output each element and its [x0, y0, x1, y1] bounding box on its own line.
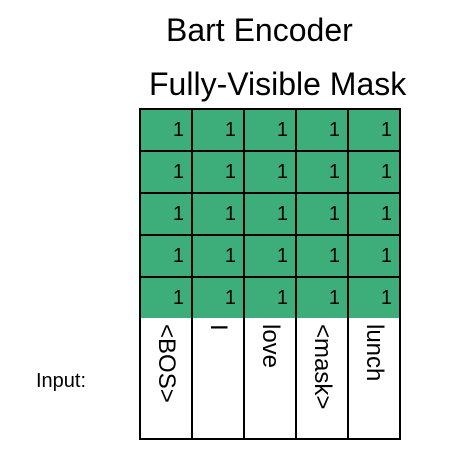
- mask-cell: 1: [193, 278, 243, 318]
- mask-cell-value: 1: [276, 203, 288, 225]
- mask-cell-value: 1: [380, 161, 392, 183]
- mask-cell: 1: [141, 194, 191, 234]
- mask-cell: 1: [193, 236, 243, 276]
- mask-title: Fully-Visible Mask: [149, 66, 407, 102]
- mask-cell: 1: [349, 152, 399, 192]
- mask-cell: 1: [193, 110, 243, 150]
- mask-cell-value: 1: [172, 287, 184, 309]
- mask-cell: 1: [245, 152, 295, 192]
- mask-cell-value: 1: [224, 245, 236, 267]
- mask-cell: 1: [349, 278, 399, 318]
- mask-cell: 1: [141, 236, 191, 276]
- mask-cell-value: 1: [328, 119, 340, 141]
- mask-cell-value: 1: [328, 245, 340, 267]
- mask-cell-value: 1: [276, 119, 288, 141]
- mask-cell-value: 1: [172, 161, 184, 183]
- input-token-cell: <BOS>: [141, 318, 191, 438]
- mask-cell: 1: [297, 236, 347, 276]
- mask-cell: 1: [349, 194, 399, 234]
- mask-cell: 1: [349, 236, 399, 276]
- mask-cell: 1: [141, 110, 191, 150]
- mask-cell: 1: [193, 152, 243, 192]
- mask-cell: 1: [193, 194, 243, 234]
- mask-cell: 1: [297, 194, 347, 234]
- mask-cell-value: 1: [224, 161, 236, 183]
- mask-cell-value: 1: [224, 203, 236, 225]
- input-label: Input:: [36, 370, 87, 392]
- mask-cell: 1: [297, 110, 347, 150]
- mask-cell: 1: [245, 236, 295, 276]
- mask-cell-value: 1: [328, 287, 340, 309]
- mask-matrix: 1 1 1 1 1 1 1 1 1 1 1 1 1 1 1 1 1 1 1 1 1 1 1 1 1: [139, 108, 401, 320]
- mask-cell-value: 1: [380, 245, 392, 267]
- mask-cell-value: 1: [276, 245, 288, 267]
- mask-cell-value: 1: [276, 161, 288, 183]
- input-token: <mask>: [309, 324, 336, 410]
- mask-cell-value: 1: [328, 203, 340, 225]
- input-token-cell: I: [193, 318, 243, 438]
- mask-cell: 1: [245, 110, 295, 150]
- mask-cell-value: 1: [380, 203, 392, 225]
- input-token: <BOS>: [153, 324, 180, 403]
- mask-cell-value: 1: [276, 287, 288, 309]
- mask-cell: 1: [297, 152, 347, 192]
- mask-cell-value: 1: [224, 119, 236, 141]
- input-token-cell: <mask>: [297, 318, 347, 438]
- mask-cell: 1: [245, 194, 295, 234]
- mask-cell: 1: [245, 278, 295, 318]
- mask-cell-value: 1: [172, 245, 184, 267]
- mask-cell: 1: [141, 278, 191, 318]
- mask-cell: 1: [349, 110, 399, 150]
- input-token-cell: love: [245, 318, 295, 438]
- mask-cell: 1: [297, 278, 347, 318]
- input-token: love: [257, 324, 284, 369]
- mask-cell-value: 1: [172, 119, 184, 141]
- mask-cell-value: 1: [380, 119, 392, 141]
- mask-cell-value: 1: [172, 203, 184, 225]
- input-token: lunch: [361, 324, 388, 382]
- input-token: I: [205, 324, 232, 331]
- mask-cell-value: 1: [380, 287, 392, 309]
- encoder-title: Bart Encoder: [166, 12, 353, 48]
- mask-cell-value: 1: [224, 287, 236, 309]
- mask-cell-value: 1: [328, 161, 340, 183]
- input-token-cell: lunch: [349, 318, 399, 438]
- mask-cell: 1: [141, 152, 191, 192]
